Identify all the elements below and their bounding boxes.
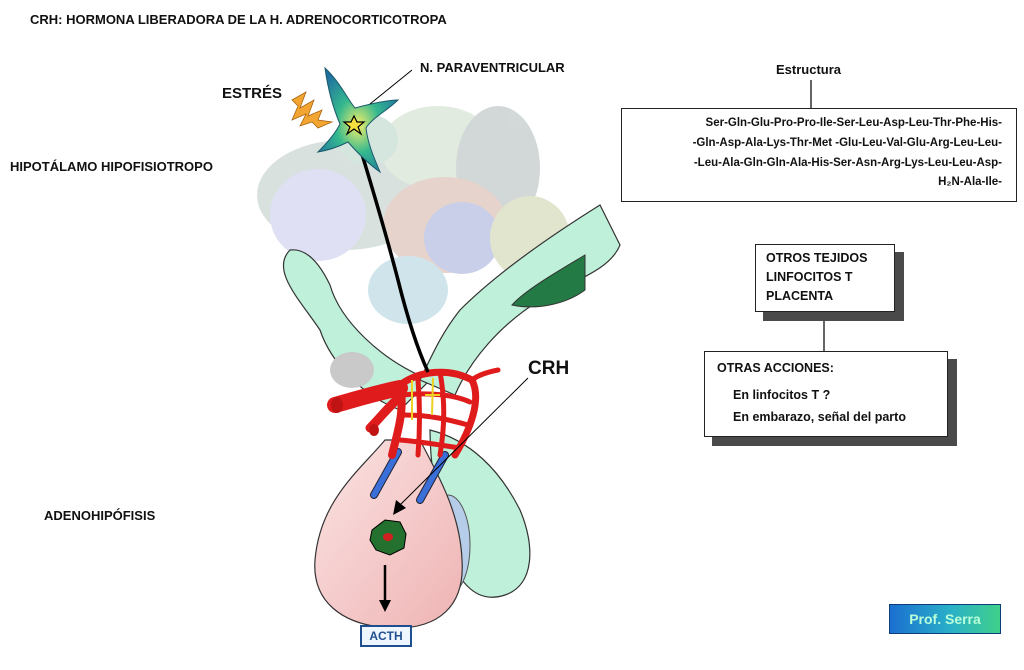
estructura-title: Estructura (776, 62, 842, 77)
crh-terminals (411, 377, 440, 420)
box-line: OTROS TEJIDOS (766, 251, 868, 265)
paraventricular-axon (352, 127, 430, 373)
estres-label: ESTRÉS (222, 85, 283, 102)
portal-vein-left (371, 449, 401, 498)
portal-vein-right (417, 452, 448, 503)
sequence-box: Ser-Gln-Glu-Pro-Pro-Ile-Ser-Leu-Asp-Leu-… (621, 108, 1017, 202)
crh-label: CRH (528, 358, 570, 379)
sequence-line: -Leu-Ala-Gln-Gln-Ala-His-Ser-Asn-Arg-Lys… (693, 157, 1002, 169)
sequence-line: H₂N-Ala-Ile- (938, 176, 1002, 188)
box-line: En embarazo, señal del parto (733, 410, 906, 424)
nucleus-pointer-line (369, 69, 413, 105)
box-line: PLACENTA (766, 289, 834, 303)
sequence-line: -Gln-Asp-Ala-Lys-Thr-Met -Glu-Leu-Val-Gl… (692, 137, 1002, 149)
acth-label: ACTH (360, 625, 412, 647)
neuron-nucleus-icon (342, 114, 366, 136)
cell-nucleus (383, 533, 393, 541)
box-title: OTRAS ACCIONES: (717, 361, 834, 375)
box-line: LINFOCITOS T (766, 270, 853, 284)
crh-arrowhead-icon (393, 500, 406, 515)
author-badge: Prof. Serra (889, 604, 1001, 634)
grey-region (330, 352, 374, 388)
otros-tejidos-box: OTROS TEJIDOS LINFOCITOS T PLACENTA (755, 244, 895, 312)
box-line: En linfocitos T ? (733, 388, 831, 402)
adenohipofisis-label: ADENOHIPÓFISIS (44, 508, 156, 523)
dark-tissue (511, 254, 586, 308)
paraventricular-neuron (316, 66, 400, 174)
crh-pointer-line (399, 377, 529, 506)
hipotalamo-label: HIPOTÁLAMO HIPOFISIOTROPO (10, 159, 213, 174)
otras-acciones-box: OTRAS ACCIONES: En linfocitos T ? En emb… (704, 351, 948, 437)
paraventricular-label: N. PARAVENTRICULAR (420, 60, 565, 75)
sequence-line: Ser-Gln-Glu-Pro-Pro-Ile-Ser-Leu-Asp-Leu-… (705, 117, 1002, 129)
stress-arrow-icon (291, 91, 334, 129)
acth-arrowhead-icon (379, 600, 391, 612)
diagram-title: CRH: HORMONA LIBERADORA DE LA H. ADRENOC… (30, 12, 447, 27)
